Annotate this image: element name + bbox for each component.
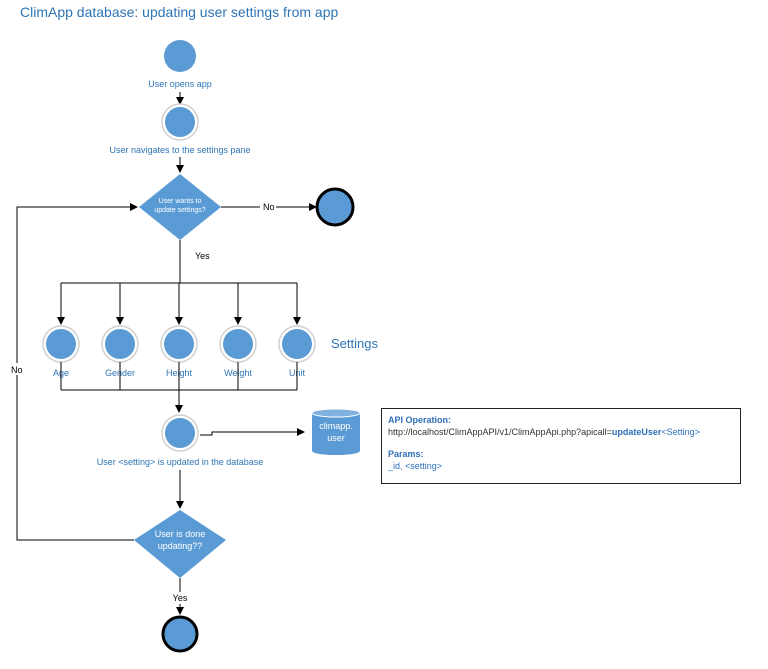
api-params-label: Params: <box>388 449 424 459</box>
yes-end-label-bg <box>170 592 190 604</box>
end-node-top <box>315 187 355 227</box>
database-label-line1: climapp. <box>319 421 353 431</box>
api-info-box: API Operation: http://localhost/ClimAppA… <box>381 408 741 484</box>
age-node <box>46 329 76 359</box>
no-label-bg <box>260 200 276 212</box>
api-operation-label: API Operation: <box>388 415 452 425</box>
weight-node <box>223 329 253 359</box>
api-params-value: _id, <setting> <box>388 461 443 471</box>
decision1-label-line2: update settings? <box>154 207 205 214</box>
end-node-bottom <box>161 615 199 653</box>
height-node <box>164 329 194 359</box>
yes-end-label: Yes <box>173 593 188 603</box>
loop-no-label: No <box>11 365 23 375</box>
edge-update-database <box>200 428 305 436</box>
decision1-label-line1: User wants to <box>159 198 202 205</box>
decision2-label-line2: updating?? <box>158 541 203 551</box>
diagram-title: ClimApp database: updating user settings… <box>20 4 339 20</box>
api-url: http://localhost/ClimAppAPI/v1/ClimAppAp… <box>388 427 734 437</box>
edge-no-label: No <box>263 202 275 212</box>
gender-node <box>105 329 135 359</box>
api-url-method: updateUser <box>611 427 662 437</box>
update-node <box>165 418 195 448</box>
loop-no-label-bg <box>9 363 25 375</box>
navigate-label: User navigates to the settings pane <box>109 145 250 155</box>
start-label: User opens app <box>148 79 212 89</box>
edge-yes-label: Yes <box>195 251 210 261</box>
database-icon <box>311 408 361 455</box>
navigate-node <box>165 107 195 137</box>
unit-node <box>282 329 312 359</box>
update-label: User <setting> is updated in the databas… <box>97 457 264 467</box>
api-url-prefix: http://localhost/ClimAppAPI/v1/ClimAppAp… <box>388 427 612 437</box>
start-node <box>164 40 196 72</box>
api-url-param: <Setting> <box>661 427 700 437</box>
decision2-diamond <box>134 510 226 578</box>
database-label-line2: user <box>327 433 345 443</box>
decision2-label-line1: User is done <box>155 529 206 539</box>
settings-group-label: Settings <box>331 336 378 351</box>
decision1-diamond <box>139 174 221 240</box>
